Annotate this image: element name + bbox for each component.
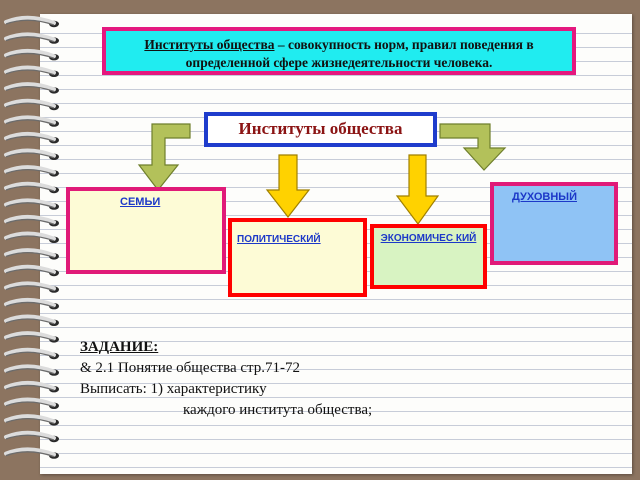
institution-label-spiritual[interactable]: ДУХОВНЫЙ xyxy=(512,191,577,203)
institution-label-economic[interactable]: ЭКОНОМИЧЕС КИЙ xyxy=(380,233,477,244)
task-block: ЗАДАНИЕ: & 2.1 Понятие общества стр.71-7… xyxy=(80,337,510,421)
institution-label-political[interactable]: ПОЛИТИЧЕСКИЙ xyxy=(237,234,321,245)
task-line-3: каждого института общества; xyxy=(183,402,373,418)
task-heading: ЗАДАНИЕ: xyxy=(80,339,159,355)
institution-box-political: ПОЛИТИЧЕСКИЙ xyxy=(228,218,367,297)
institution-box-family: СЕМЬИ xyxy=(66,187,226,274)
task-line-1: & 2.1 Понятие общества стр.71-72 xyxy=(80,360,301,376)
task-line-2: Выписать: 1) характеристику xyxy=(80,381,267,397)
down-arrow-economic xyxy=(395,154,440,226)
diagram-title: Институты общества xyxy=(204,112,437,147)
bent-arrow-left xyxy=(137,123,191,191)
definition-term: Институты общества xyxy=(144,37,275,52)
definition-box: Институты общества – совокупность норм, … xyxy=(102,27,576,75)
bent-arrow-right xyxy=(439,123,507,171)
down-arrow-political xyxy=(265,154,311,218)
institution-box-economic: ЭКОНОМИЧЕС КИЙ xyxy=(370,224,487,289)
definition-text: – совокупность норм, правил поведения в … xyxy=(185,37,534,70)
institution-label-family[interactable]: СЕМЬИ xyxy=(120,196,161,208)
institution-box-spiritual: ДУХОВНЫЙ xyxy=(490,182,618,265)
definition-period: . xyxy=(488,55,493,70)
